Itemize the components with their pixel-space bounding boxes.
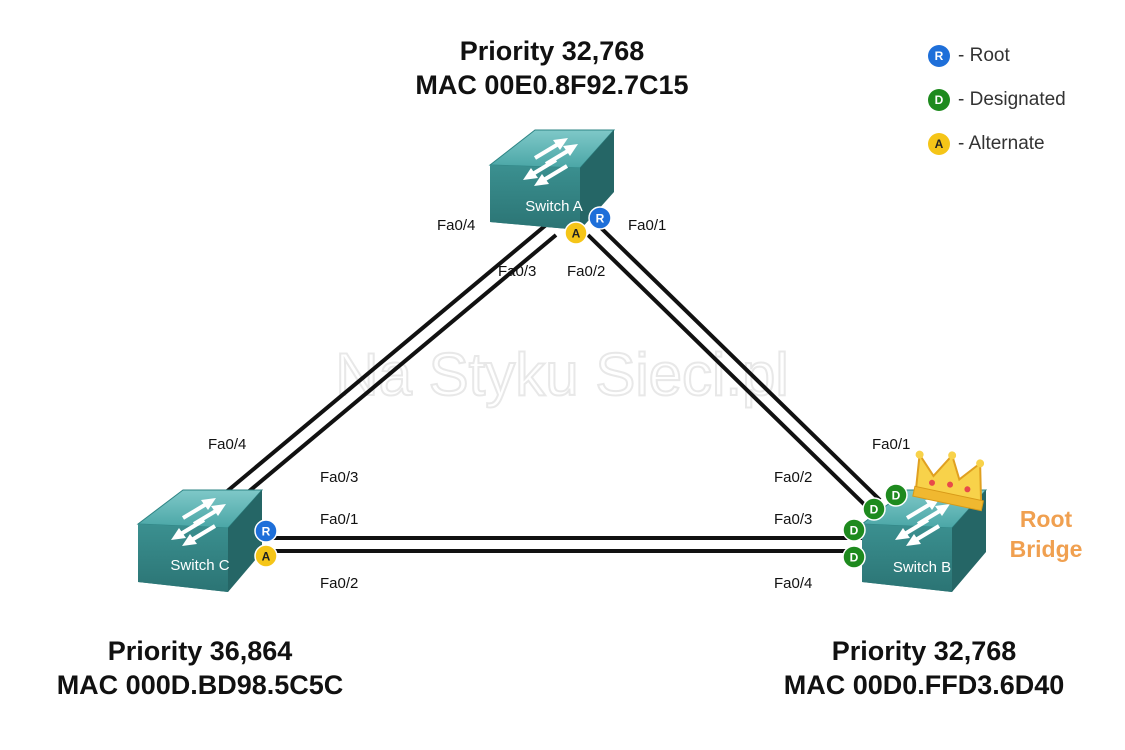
- port-label-b-fa02: Fa0/2: [774, 469, 812, 486]
- legend: R - Root D - Designated A - Alternate: [928, 34, 1066, 166]
- port-label-c-fa04: Fa0/4: [208, 436, 246, 453]
- link-a-fa02-b-fa02: [586, 233, 872, 512]
- alternate-port-icon: A: [928, 133, 950, 155]
- legend-label-root: - Root: [958, 45, 1010, 66]
- link-a-fa01-b-fa01: [596, 223, 882, 502]
- designated-port-icon: D: [928, 89, 950, 111]
- port-role-badge-c-fa01: R: [254, 519, 278, 543]
- port-label-b-fa04: Fa0/4: [774, 575, 812, 592]
- svg-text:R: R: [262, 525, 271, 539]
- svg-text:D: D: [870, 503, 879, 517]
- switch-c-label: Switch C: [170, 557, 229, 574]
- switch-b-label: Switch B: [893, 559, 951, 576]
- switch-c-priority: Priority 36,864: [107, 636, 293, 666]
- legend-label-alternate: - Alternate: [958, 133, 1045, 154]
- switch-c-info: Priority 36,864 MAC 000D.BD98.5C5C: [0, 634, 400, 702]
- port-label-a-fa02: Fa0/2: [567, 263, 605, 280]
- switch-b-info: Priority 32,768 MAC 00D0.FFD3.6D40: [724, 634, 1124, 702]
- link-a-fa03-c-fa03: [221, 233, 558, 515]
- port-role-badge-a-fa02: A: [564, 221, 588, 245]
- svg-text:D: D: [850, 524, 859, 538]
- port-label-c-fa03: Fa0/3: [320, 469, 358, 486]
- svg-text:A: A: [262, 550, 271, 564]
- port-label-b-fa03: Fa0/3: [774, 511, 812, 528]
- switch-c-icon: [136, 489, 264, 592]
- port-label-a-fa04: Fa0/4: [437, 217, 475, 234]
- port-role-badge-b-fa01: D: [884, 483, 908, 507]
- legend-label-designated: - Designated: [958, 89, 1066, 110]
- port-label-c-fa02: Fa0/2: [320, 575, 358, 592]
- port-role-badge-b-fa03: D: [842, 518, 866, 542]
- legend-item-root: R - Root: [928, 34, 1066, 78]
- switch-a-mac: MAC 00E0.8F92.7C15: [415, 70, 689, 100]
- port-role-badge-c-fa02: A: [254, 544, 278, 568]
- switch-c-mac: MAC 000D.BD98.5C5C: [56, 670, 344, 700]
- svg-text:D: D: [850, 551, 859, 565]
- svg-text:R: R: [596, 212, 605, 226]
- legend-item-designated: D - Designated: [928, 78, 1066, 122]
- port-role-badge-b-fa04: D: [842, 545, 866, 569]
- svg-text:A: A: [572, 227, 581, 241]
- port-label-b-fa01: Fa0/1: [872, 436, 910, 453]
- watermark: Na Styku Sieci.pl: [335, 341, 789, 408]
- root-port-icon: R: [928, 45, 950, 67]
- port-label-a-fa03: Fa0/3: [498, 263, 536, 280]
- crown-icon: [912, 450, 985, 512]
- switch-b-mac: MAC 00D0.FFD3.6D40: [783, 670, 1065, 700]
- switch-a-info: Priority 32,768 MAC 00E0.8F92.7C15: [352, 34, 752, 102]
- root-bridge-label: Root Bridge: [1009, 506, 1083, 562]
- switch-b-priority: Priority 32,768: [831, 636, 1017, 666]
- port-label-a-fa01: Fa0/1: [628, 217, 666, 234]
- port-label-c-fa01: Fa0/1: [320, 511, 358, 528]
- switch-b-icon: [860, 489, 988, 592]
- legend-item-alternate: A - Alternate: [928, 122, 1066, 166]
- port-role-badge-b-fa02: D: [862, 497, 886, 521]
- svg-text:D: D: [892, 489, 901, 503]
- switch-a-icon: [488, 129, 616, 230]
- port-role-badge-a-fa01: R: [588, 206, 612, 230]
- switch-a-label: Switch A: [525, 198, 583, 215]
- switch-a-priority: Priority 32,768: [459, 36, 645, 66]
- link-a-fa04-c-fa04: [211, 223, 548, 505]
